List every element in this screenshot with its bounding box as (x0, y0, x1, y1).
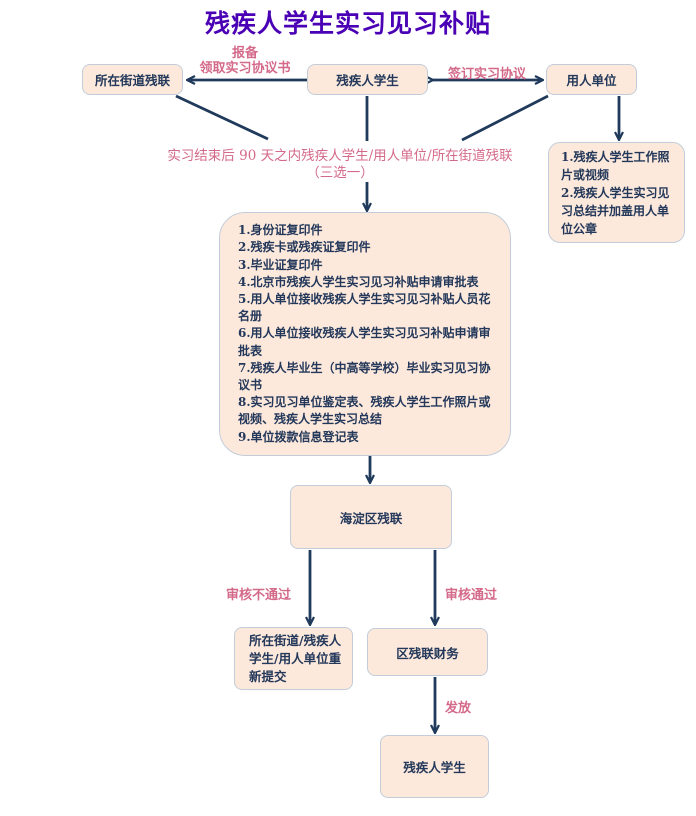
document-item: 3.毕业证复印件 (238, 257, 323, 272)
rejected-edge-label: 审核不通过 (226, 588, 292, 603)
report-edge-label: 报备 领取实习协议书 (190, 46, 300, 76)
line-street-merge (175, 94, 269, 141)
employer-label: 用人单位 (566, 73, 617, 88)
district-committee-box: 海淀区残联 (290, 485, 452, 549)
diagram-title: 残疾人学生实习见习补贴 (204, 9, 491, 38)
submission-note-line2: （三选一） (306, 165, 374, 181)
submission-deadline-note: 实习结束后 90 天之内残疾人学生/用人单位/所在街道残联 （三选一） (140, 148, 540, 182)
document-item: 5.用人单位接收残疾人学生实习见习补贴人员花名册 (238, 291, 491, 324)
document-item: 1.身份证复印件 (238, 223, 323, 238)
employer-box: 用人单位 (546, 64, 637, 95)
document-item: 9.单位拨款信息登记表 (238, 429, 359, 444)
document-item: 8.实习见习单位鉴定表、残疾人学生工作照片或视频、残疾人学生实习总结 (238, 395, 491, 427)
employer-material-item: 2.残疾人学生实习见习总结并加盖用人单位公章 (561, 185, 670, 236)
recipient-student-label: 残疾人学生 (403, 760, 466, 775)
document-item: 4.北京市残疾人学生实习见习补贴申请审批表 (238, 274, 479, 289)
document-item: 7.残疾人毕业生（中高等学校）毕业实习见习协议书 (238, 360, 491, 392)
document-item: 6.用人单位接收残疾人学生实习见习补贴申请审批表 (238, 326, 491, 358)
report-label-line1: 报备 (231, 46, 258, 61)
sign-agreement-edge-label: 签订实习协议 (447, 67, 526, 82)
required-documents-box: 1.身份证复印件 2.残疾卡或残疾证复印件 3.毕业证复印件 4.北京市残疾人学… (219, 212, 511, 456)
street-committee-label: 所在街道残联 (94, 73, 170, 88)
line-employer-merge (461, 94, 549, 142)
resubmit-box: 所在街道/残疾人学生/用人单位重新提交 (234, 627, 353, 690)
street-committee-box: 所在街道残联 (82, 64, 183, 95)
disburse-edge-label: 发放 (445, 701, 472, 716)
employer-material-item: 1.残疾人学生工作照片或视频 (561, 149, 670, 182)
report-label-line2: 领取实习协议书 (199, 61, 291, 76)
employer-materials-box: 1.残疾人学生工作照片或视频 2.残疾人学生实习见习总结并加盖用人单位公章 (548, 142, 685, 243)
finance-label: 区残联财务 (396, 645, 459, 661)
resubmit-label: 所在街道/残疾人学生/用人单位重新提交 (249, 632, 342, 684)
district-committee-label: 海淀区残联 (339, 510, 403, 526)
student-label: 残疾人学生 (336, 73, 399, 88)
recipient-student-box: 残疾人学生 (380, 735, 489, 798)
student-box: 残疾人学生 (307, 64, 428, 95)
approved-edge-label: 审核通过 (445, 588, 498, 603)
document-item: 2.残疾卡或残疾证复印件 (238, 240, 371, 255)
finance-box: 区残联财务 (367, 628, 488, 676)
submission-note-line1: 实习结束后 90 天之内残疾人学生/用人单位/所在街道残联 (167, 148, 513, 164)
